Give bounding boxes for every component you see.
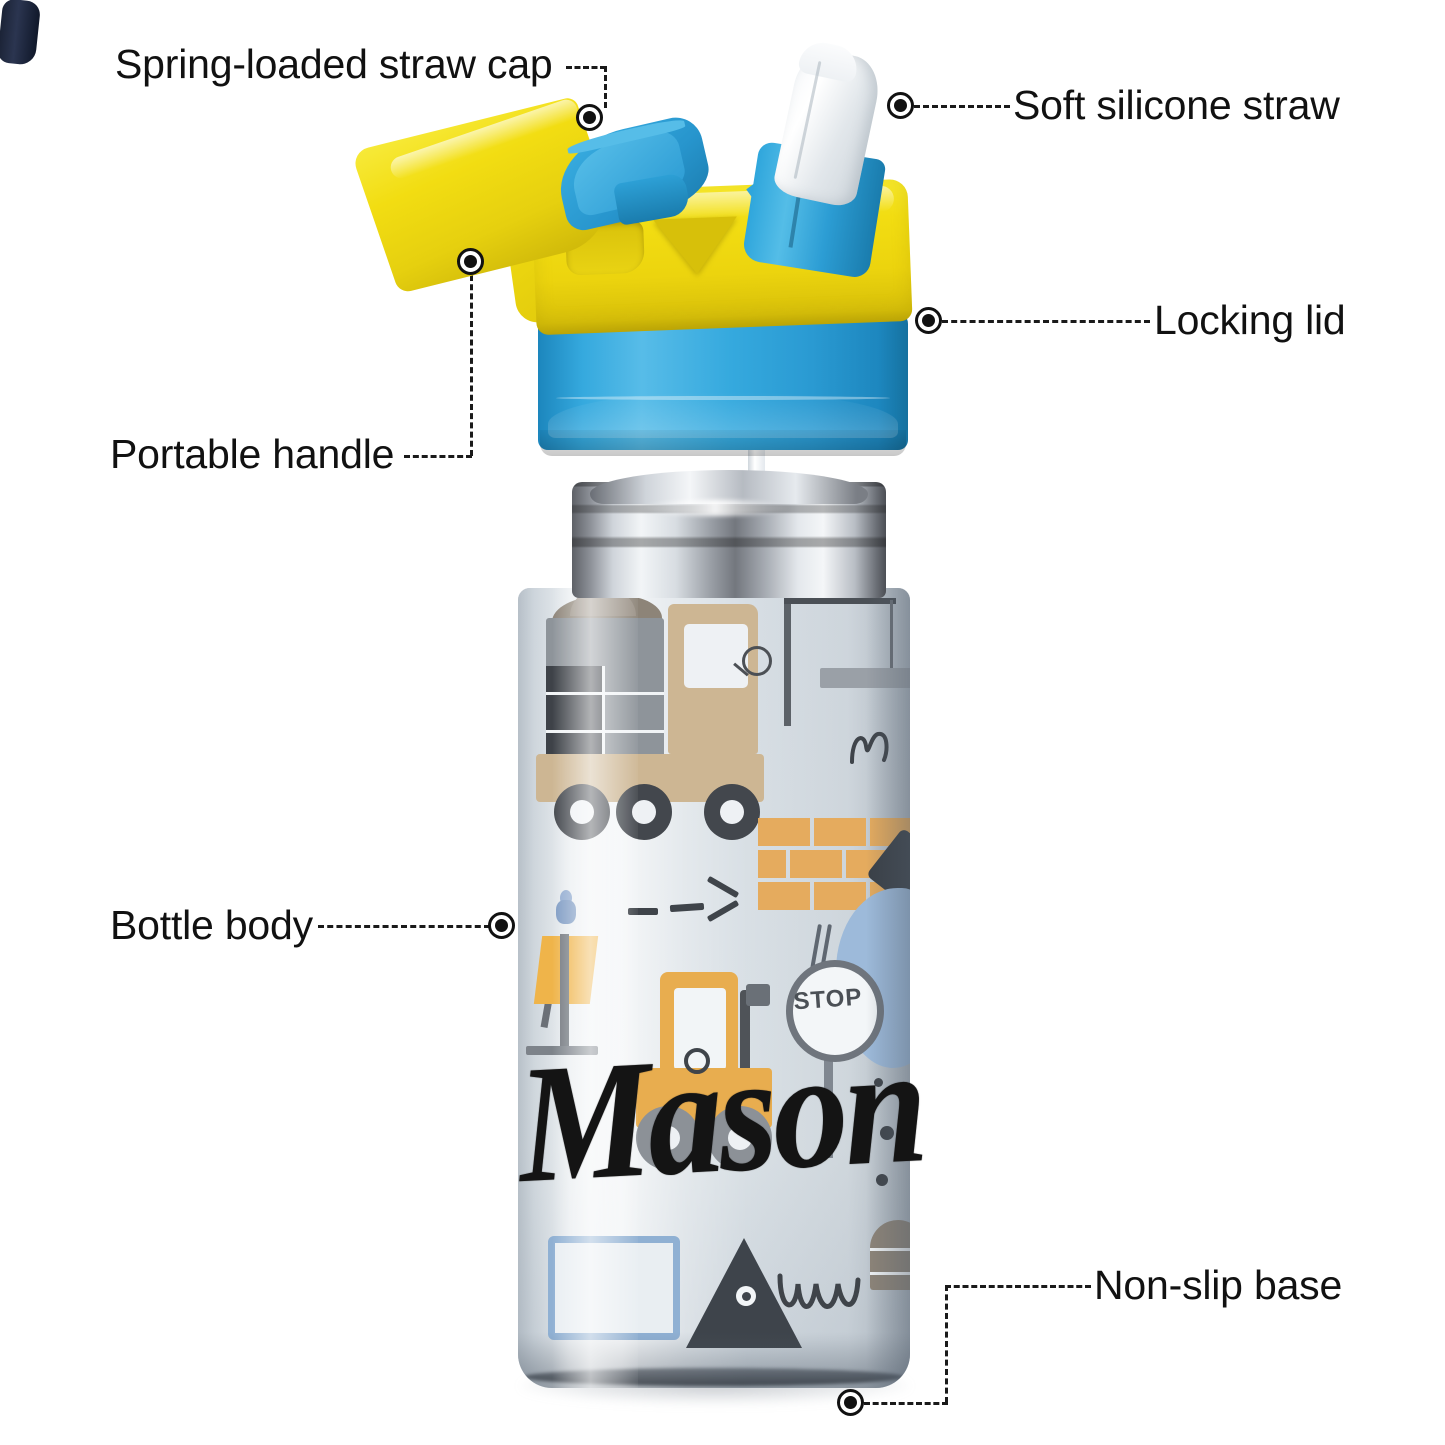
dot-speck bbox=[864, 1116, 873, 1125]
dot-speck bbox=[874, 1078, 883, 1087]
brick bbox=[814, 882, 866, 910]
collar-wave-line bbox=[556, 396, 890, 400]
lid-triangle-recess bbox=[652, 216, 740, 276]
collar-wave-detail bbox=[548, 392, 898, 438]
leader-line-soft-silicone-straw bbox=[914, 105, 1010, 108]
bottle-gloss-left bbox=[552, 588, 638, 1388]
callout-dot-locking-lid bbox=[915, 307, 942, 334]
leader-line-portable-handle-horizontal bbox=[404, 455, 472, 458]
leader-line-non-slip-base-vertical bbox=[945, 1285, 948, 1403]
lock-clip-highlight bbox=[0, 63, 14, 99]
leader-line-spring-loaded-straw-cap-horizontal bbox=[566, 66, 606, 69]
callout-label-spring-loaded-straw-cap: Spring-loaded straw cap bbox=[115, 41, 553, 87]
leader-line-locking-lid bbox=[942, 320, 1150, 323]
crane-boom bbox=[784, 598, 896, 604]
arrow-dash bbox=[669, 902, 705, 913]
dump-truck-mirror bbox=[742, 646, 772, 676]
excavator-knob bbox=[684, 1048, 710, 1074]
callout-label-portable-handle: Portable handle bbox=[110, 431, 395, 477]
crane-cable bbox=[890, 600, 893, 670]
gravel-line bbox=[870, 1272, 910, 1275]
arrow-dash bbox=[628, 908, 658, 915]
crane-mast bbox=[784, 598, 791, 726]
stop-sign-disc bbox=[786, 960, 884, 1062]
scribble-wave bbox=[777, 1273, 861, 1309]
leader-line-non-slip-base-bottom bbox=[864, 1402, 948, 1405]
bottle-neck-rim bbox=[590, 470, 868, 504]
brick bbox=[758, 882, 810, 910]
triangle-eye-inner bbox=[742, 1292, 751, 1301]
leader-line-spring-loaded-straw-cap-vertical bbox=[604, 66, 607, 108]
arrow-head bbox=[706, 899, 740, 923]
dot-speck bbox=[880, 1126, 894, 1140]
bottle-body: STOP bbox=[518, 588, 910, 1388]
leader-line-bottle-body bbox=[318, 925, 490, 928]
callout-dot-non-slip-base bbox=[837, 1389, 864, 1416]
gravel-line bbox=[870, 1248, 910, 1251]
excavator-hub bbox=[728, 1126, 752, 1150]
callout-label-locking-lid: Locking lid bbox=[1154, 297, 1346, 343]
callout-label-non-slip-base: Non-slip base bbox=[1094, 1262, 1343, 1308]
callout-dot-bottle-body bbox=[488, 912, 515, 939]
callout-label-bottle-body: Bottle body bbox=[110, 902, 313, 948]
stop-sign-text: STOP bbox=[792, 983, 864, 1016]
dump-truck-window bbox=[684, 624, 748, 688]
callout-dot-spring-loaded-straw-cap bbox=[576, 104, 603, 131]
callout-dot-portable-handle bbox=[457, 248, 484, 275]
gravel-pile bbox=[870, 1220, 910, 1290]
dump-truck-hub bbox=[720, 800, 744, 824]
leader-line-non-slip-base-top bbox=[945, 1285, 1091, 1288]
collar-bottom-shade bbox=[540, 430, 906, 456]
dot-speck bbox=[876, 1174, 888, 1186]
locking-lid-clip[interactable] bbox=[0, 0, 42, 66]
bottle-gloss-right bbox=[866, 588, 910, 1388]
brick bbox=[790, 850, 842, 878]
arrow-head bbox=[706, 875, 740, 899]
crane-load bbox=[820, 668, 910, 688]
blue-collar-lid bbox=[538, 310, 908, 450]
bottle-neck-highlight bbox=[640, 500, 790, 516]
scribble-squiggle bbox=[850, 731, 889, 764]
excavator-hub bbox=[656, 1126, 680, 1150]
brick bbox=[758, 850, 786, 878]
excavator-arm bbox=[740, 990, 750, 1076]
callout-dot-soft-silicone-straw bbox=[887, 92, 914, 119]
excavator-bucket bbox=[746, 984, 770, 1006]
brick bbox=[814, 818, 866, 846]
leader-line-portable-handle-vertical bbox=[470, 275, 473, 456]
callout-label-soft-silicone-straw: Soft silicone straw bbox=[1013, 82, 1340, 128]
brick bbox=[758, 818, 810, 846]
stop-sign-pole bbox=[824, 1028, 833, 1158]
